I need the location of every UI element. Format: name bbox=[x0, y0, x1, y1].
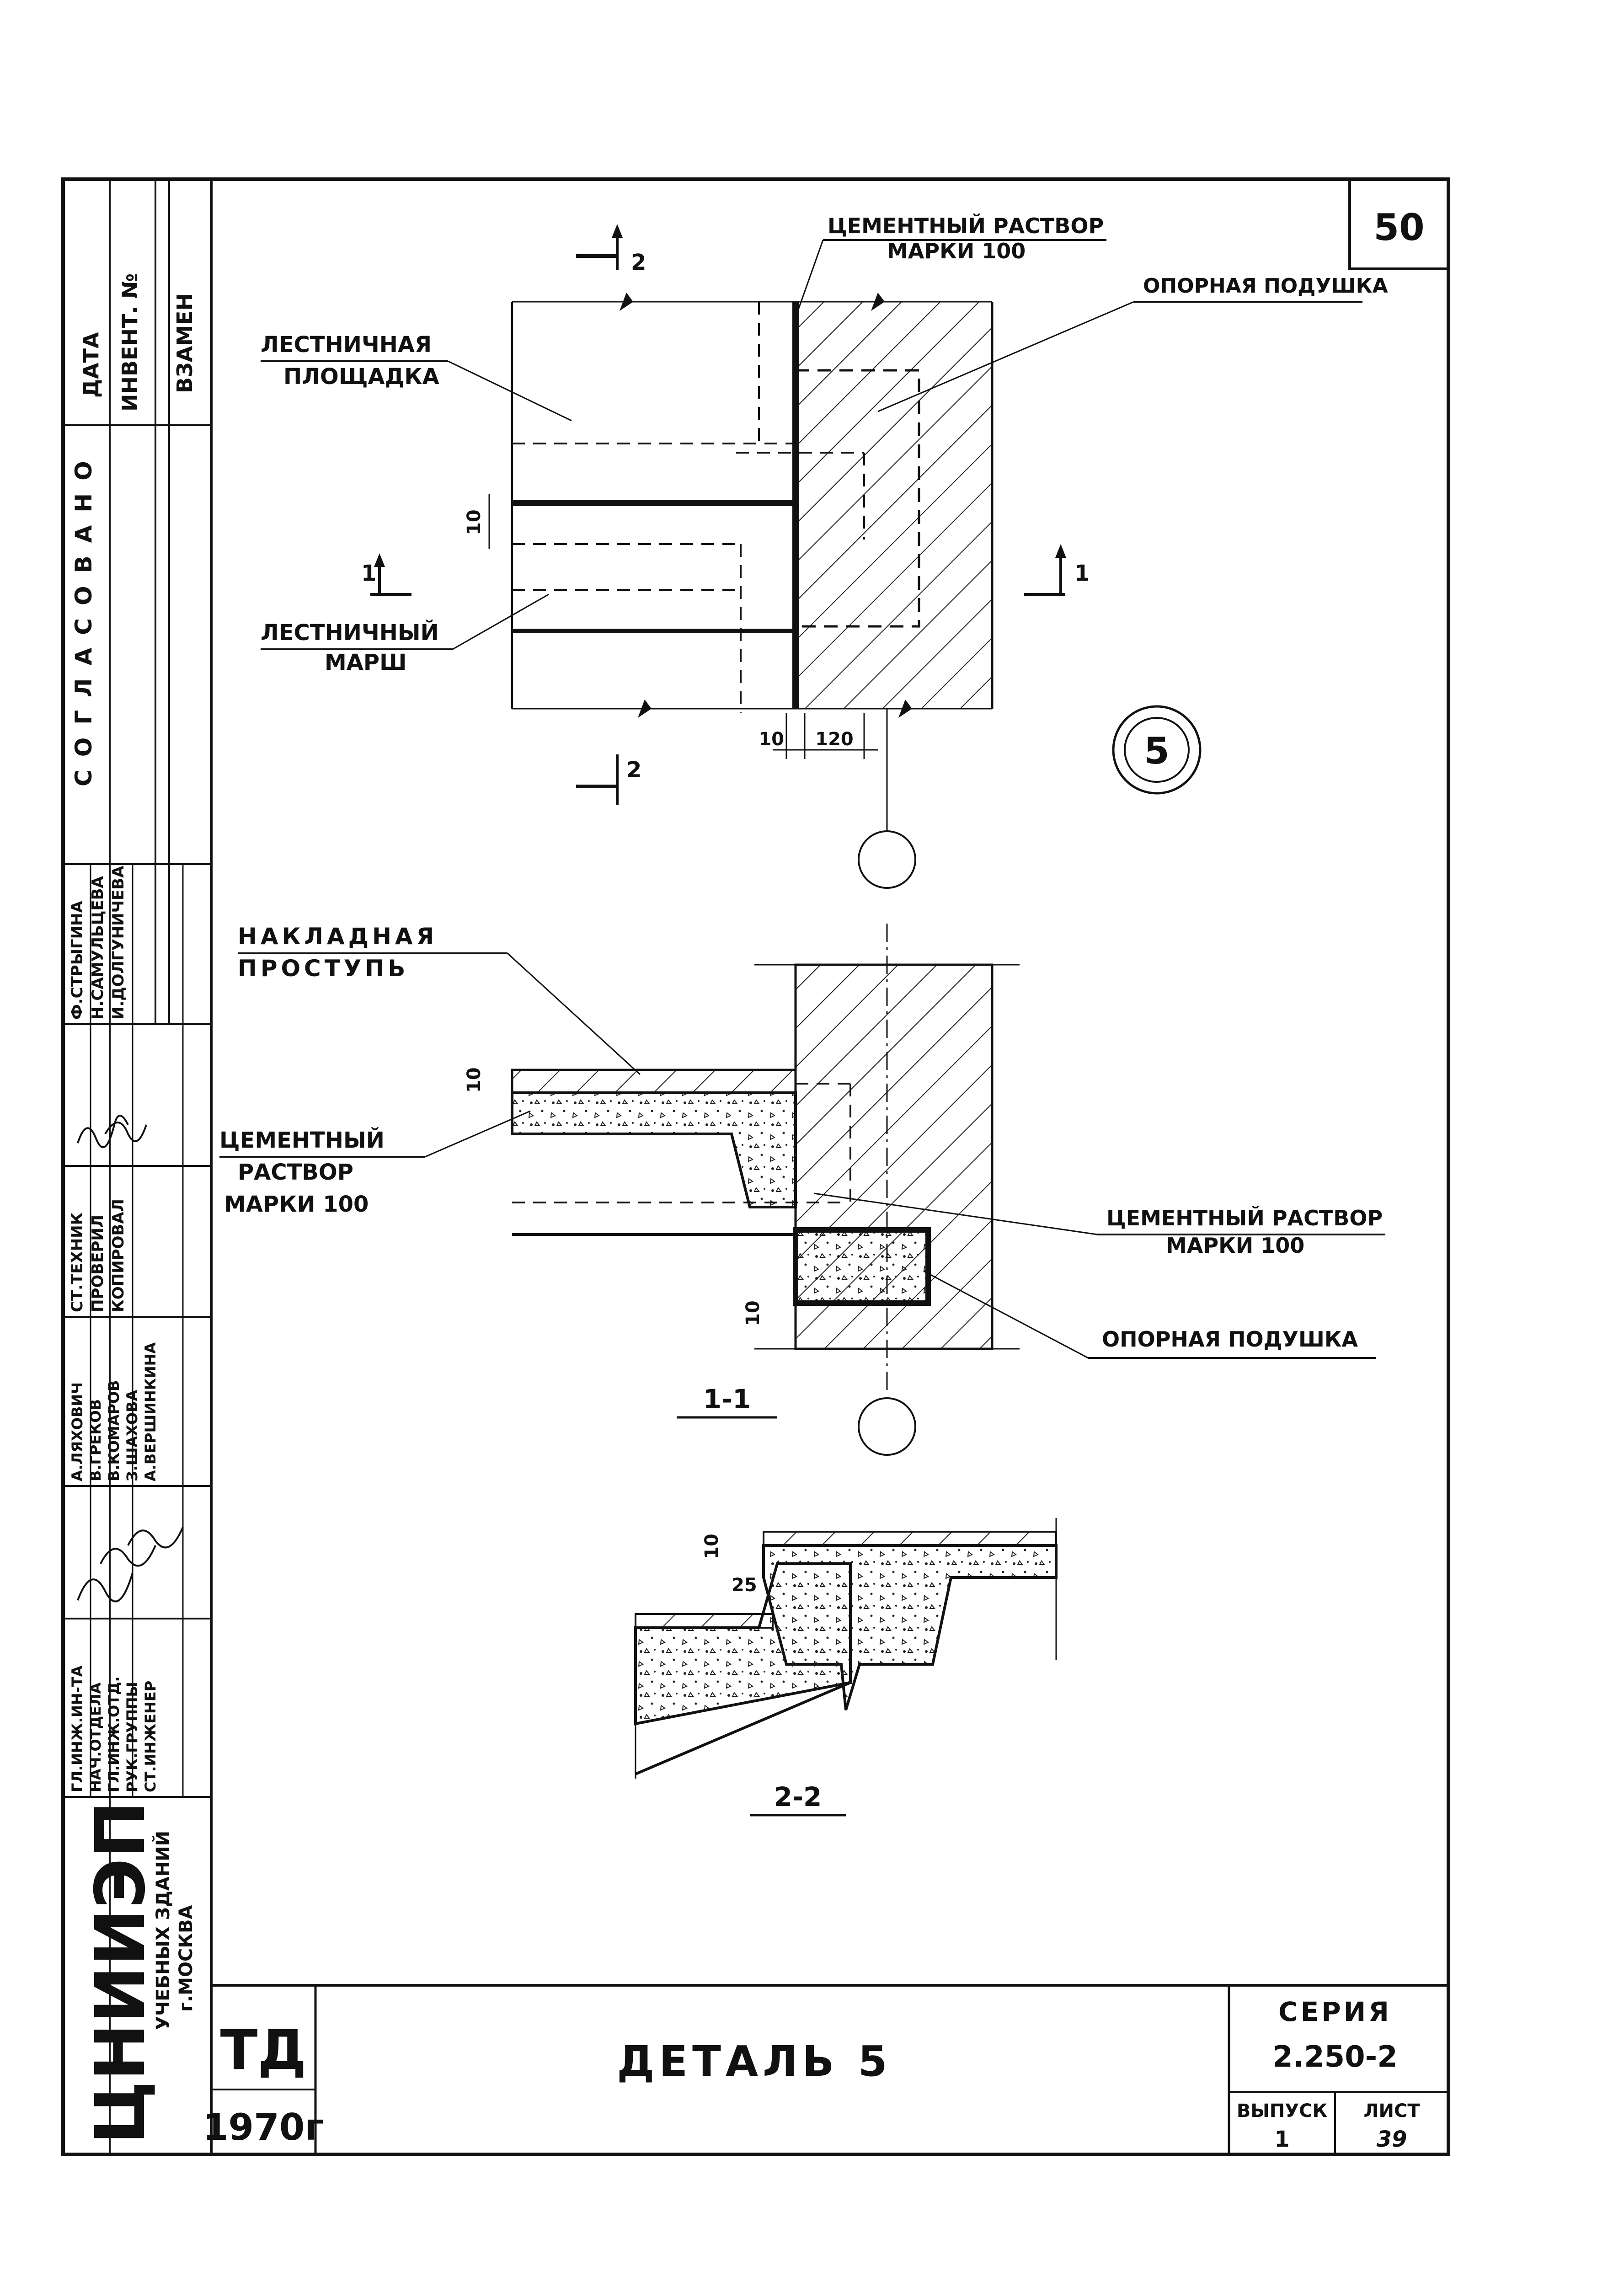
sheet-number: 50 bbox=[1373, 206, 1424, 249]
title-detail: ДЕТАЛЬ 5 bbox=[617, 2037, 892, 2086]
stamp-name-samultseva: Н.САМУЛЬЦЕВА bbox=[89, 876, 107, 1020]
stamp-name-dolgunicheva: И.ДОЛГУНИЧЕВА bbox=[109, 866, 128, 1020]
label-cement-right-2: МАРКИ 100 bbox=[1166, 1233, 1304, 1258]
label-cement-left: ЦЕМЕНТНЫЙ bbox=[219, 1127, 385, 1153]
plan-dim-10-vertical: 10 bbox=[464, 509, 485, 535]
label-flight-2: МАРШ bbox=[325, 650, 406, 675]
section-2-2-dim-25: 25 bbox=[732, 1575, 757, 1596]
stamp-name-grekov: В.ГРЕКОВ bbox=[87, 1399, 104, 1481]
svg-text:1: 1 bbox=[1074, 561, 1090, 586]
stamp-col-invent: ИНВЕНТ. № bbox=[118, 273, 142, 412]
label-tread: НАКЛАДНАЯ bbox=[238, 923, 438, 950]
label-landing: ЛЕСТНИЧНАЯ bbox=[261, 332, 432, 358]
label-cement-left-3: МАРКИ 100 bbox=[224, 1192, 369, 1217]
stamp-name-lyakhovich: А.ЛЯХОВИЧ bbox=[69, 1382, 86, 1481]
svg-text:1: 1 bbox=[361, 561, 376, 586]
section-1-1-dim-bottom: 10 bbox=[743, 1300, 764, 1326]
stamp-role-chief-eng: ГЛ.ИНЖ.ИН-ТА bbox=[69, 1665, 86, 1792]
section-1-1-title: 1-1 bbox=[703, 1384, 751, 1415]
detail-mark-inner bbox=[1124, 717, 1190, 783]
section-marker-2-top: 2 bbox=[576, 224, 646, 275]
stamp-col-replace: ВЗАМЕН bbox=[172, 293, 197, 393]
section-marker-1-left: 1 bbox=[361, 553, 411, 596]
label-landing-2: ПЛОЩАДКА bbox=[283, 364, 439, 390]
signature-5 bbox=[127, 1527, 184, 1549]
signature-4 bbox=[100, 1545, 156, 1567]
sheet-number-box bbox=[1348, 178, 1450, 270]
section-marker-2-bottom: 2 bbox=[576, 754, 641, 805]
title-year: 1970г bbox=[203, 2106, 324, 2148]
title-sheet: 39 bbox=[1377, 2127, 1407, 2152]
title-block: ТД 1970г ДЕТАЛЬ 5 СЕРИЯ 2.250-2 ВЫПУСК 1… bbox=[203, 1984, 1448, 2154]
svg-text:2: 2 bbox=[631, 250, 646, 275]
stamp-role-dept-head: НАЧ.ОТДЕЛА bbox=[87, 1682, 104, 1792]
bearing-pad-dashed bbox=[794, 369, 920, 628]
title-issue: 1 bbox=[1274, 2127, 1289, 2152]
signature-1 bbox=[77, 1115, 129, 1149]
stamp-agreed: СОГЛАСОВАНО bbox=[70, 448, 97, 786]
section-2-2-title: 2-2 bbox=[774, 1781, 822, 1812]
label-bearing-pad-1-1: ОПОРНАЯ ПОДУШКА bbox=[1102, 1327, 1358, 1352]
stamp-role-group-head: РУК.ГРУППЫ bbox=[123, 1682, 141, 1792]
stamp-org: ЦНИИЭП bbox=[81, 1801, 160, 2144]
flight-concrete-1-1 bbox=[511, 1091, 797, 1208]
stamp-role-senior-eng: СТ.ИНЖЕНЕР bbox=[142, 1681, 159, 1792]
section-1-1: 10 10 1-1 НАКЛАДНАЯ ПРОСТУПЬ ЦЕМЕНТНЫЙ Р… bbox=[219, 923, 1385, 1456]
title-series: 2.250-2 bbox=[1272, 2040, 1398, 2074]
section-2-2: 10 25 2-2 bbox=[634, 1518, 1058, 1817]
section-marker-1-right: 1 bbox=[1024, 544, 1090, 596]
stamp-role-technician: СТ.ТЕХНИК bbox=[68, 1212, 86, 1312]
plan-view: 10 120 10 2 2 1 1 bbox=[261, 214, 1388, 889]
title-issue-label: ВЫПУСК bbox=[1237, 2100, 1328, 2122]
label-cement-right: ЦЕМЕНТНЫЙ РАСТВОР bbox=[1106, 1206, 1383, 1230]
section-2-2-dim-10: 10 bbox=[701, 1534, 722, 1559]
stamp-role-copied: КОПИРОВАЛ bbox=[109, 1199, 128, 1312]
detail-mark-outer bbox=[1112, 705, 1202, 795]
axis-marker-plan bbox=[858, 830, 916, 889]
title-sheet-label: ЛИСТ bbox=[1363, 2100, 1420, 2122]
wall-hatched bbox=[796, 302, 992, 709]
section-1-1-dim-top: 10 bbox=[464, 1067, 485, 1093]
signature-3 bbox=[77, 1572, 134, 1603]
title-td: ТД bbox=[220, 2019, 307, 2082]
plan-dim-120: 120 bbox=[815, 729, 854, 750]
plan-dim-10: 10 bbox=[759, 729, 784, 750]
signature-2 bbox=[104, 1122, 147, 1142]
left-stamp: ДАТА ИНВЕНТ. № ВЗАМЕН СОГЛАСОВАНО Ф.СТРЫ… bbox=[63, 179, 211, 2154]
label-cement-left-2: РАСТВОР bbox=[238, 1160, 353, 1185]
stamp-org-city: г.МОСКВА bbox=[176, 1905, 197, 2012]
stamp-col-date: ДАТА bbox=[79, 332, 103, 398]
title-series-label: СЕРИЯ bbox=[1278, 1996, 1392, 2027]
tread-2-2-lower bbox=[635, 1613, 774, 1629]
stamp-name-strygina: Ф.СТРЫГИНА bbox=[68, 900, 86, 1020]
tread-2-2 bbox=[763, 1531, 1057, 1546]
axis-marker-1-1 bbox=[858, 1397, 916, 1456]
stamp-name-vershinkina: А.ВЕРШИНКИНА bbox=[142, 1342, 159, 1481]
label-tread-2: ПРОСТУПЬ bbox=[238, 955, 409, 982]
tread-overlay bbox=[511, 1069, 797, 1094]
detail-mark-number: 5 bbox=[1144, 730, 1170, 772]
label-cement-mortar: ЦЕМЕНТНЫЙ РАСТВОР bbox=[828, 214, 1104, 238]
stamp-role-checked: ПРОВЕРИЛ bbox=[89, 1215, 107, 1312]
label-bearing-pad: ОПОРНАЯ ПОДУШКА bbox=[1143, 274, 1388, 298]
bearing-pad-1-1 bbox=[793, 1227, 931, 1306]
label-cement-mortar-grade: МАРКИ 100 bbox=[887, 239, 1026, 263]
svg-text:2: 2 bbox=[626, 757, 641, 783]
stamp-org-sub: УЧЕБНЫХ ЗДАНИЙ bbox=[152, 1831, 174, 2030]
label-flight: ЛЕСТНИЧНЫЙ bbox=[261, 620, 439, 646]
stamp-role-dept-chief-eng: ГЛ.ИНЖ.ОТД. bbox=[105, 1676, 123, 1792]
stamp-name-shakhova: З.ШАХОВА bbox=[123, 1390, 141, 1481]
stamp-name-komarov: В.КОМАРОВ bbox=[105, 1380, 123, 1481]
